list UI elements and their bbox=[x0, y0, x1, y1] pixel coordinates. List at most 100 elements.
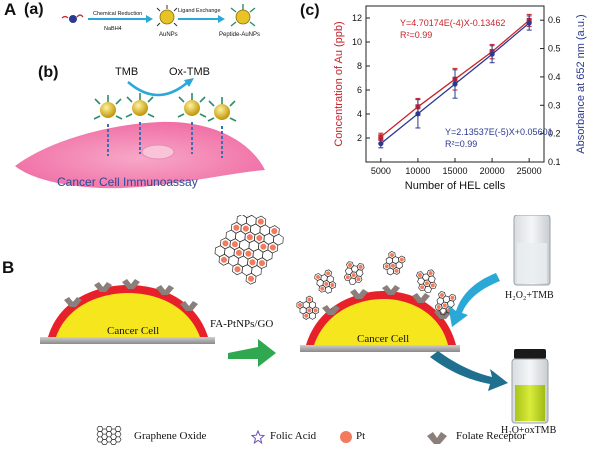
legend-folic-acid: Folic Acid bbox=[270, 430, 317, 442]
peptide-aunp-bound-4 bbox=[207, 97, 237, 158]
pt-nanoparticle bbox=[442, 303, 447, 308]
go-hexagon bbox=[114, 436, 122, 443]
go-hexagon bbox=[417, 277, 426, 285]
go-hexagon bbox=[245, 272, 257, 285]
pt-nanoparticle bbox=[222, 240, 229, 247]
pt-nanoparticle bbox=[428, 271, 433, 276]
fa-ptnps-go-sheet bbox=[214, 215, 284, 285]
bound-go-sheet bbox=[416, 269, 437, 294]
incubation-arrow-icon bbox=[228, 339, 276, 367]
go-hexagon bbox=[348, 277, 357, 286]
bound-go-sheet bbox=[343, 261, 365, 286]
go-hexagon bbox=[424, 285, 432, 294]
pt-nanoparticle bbox=[450, 295, 455, 300]
go-hexagon bbox=[114, 426, 122, 432]
pt-icon bbox=[340, 431, 352, 443]
bound-go-sheet bbox=[314, 269, 337, 294]
immunoassay-illustration bbox=[15, 78, 265, 189]
series-1-point bbox=[489, 51, 495, 57]
cell-label-right: Cancer Cell bbox=[357, 333, 410, 345]
series-1-point bbox=[415, 111, 421, 117]
go-hexagon bbox=[392, 266, 401, 275]
bound-go-sheet bbox=[296, 295, 320, 320]
peptide-aunp-bound-1 bbox=[93, 95, 123, 156]
pt-nanoparticle bbox=[247, 275, 255, 282]
go-hexagon bbox=[308, 300, 316, 310]
step1-label: Chemical Reduction bbox=[93, 11, 143, 17]
pt-nanoparticle bbox=[234, 266, 241, 273]
panel-c-label: (c) bbox=[300, 2, 320, 19]
pt-nanoparticle bbox=[430, 283, 435, 288]
pt-nanoparticle bbox=[298, 303, 302, 307]
pt-nanoparticle bbox=[440, 293, 444, 297]
go-hexagon bbox=[350, 265, 359, 273]
go-hexagon bbox=[309, 311, 316, 320]
pt-nanoparticle bbox=[258, 260, 265, 267]
pt-nanoparticle bbox=[304, 313, 309, 318]
pt-nanoparticle bbox=[249, 259, 256, 266]
pt-nanoparticle bbox=[271, 228, 278, 235]
reagent-label: NaBH4 bbox=[104, 26, 122, 32]
y2-tick-label: 0.6 bbox=[548, 15, 561, 25]
bound-go-sheet bbox=[383, 251, 406, 276]
pt-nanoparticle bbox=[269, 244, 276, 251]
pt-nanoparticle bbox=[348, 263, 352, 267]
go-hexagon bbox=[114, 431, 122, 438]
x-axis-label: Number of HEL cells bbox=[405, 180, 506, 192]
pt-nanoparticle bbox=[256, 235, 263, 242]
vial-h2o2-tmb bbox=[513, 215, 551, 286]
pt-nanoparticle bbox=[356, 277, 361, 282]
pt-nanoparticle bbox=[231, 241, 238, 248]
x-tick-label: 5000 bbox=[371, 166, 391, 176]
legend-graphene-oxide: Graphene Oxide bbox=[134, 430, 207, 442]
pt-nanoparticle bbox=[326, 271, 331, 276]
series-0-point bbox=[378, 134, 384, 140]
pt-nanoparticle bbox=[394, 268, 399, 273]
cell-label-left: Cancer Cell bbox=[107, 325, 160, 337]
legend-folate-receptor: Folate Receptor bbox=[456, 430, 526, 442]
pt-nanoparticle bbox=[233, 224, 240, 231]
panel-b-illustration bbox=[40, 215, 551, 445]
product1-label: AuNPs bbox=[159, 32, 178, 38]
go-hexagon bbox=[312, 306, 320, 315]
go-hexagon bbox=[354, 275, 363, 283]
tmb-label: TMB bbox=[115, 66, 139, 78]
y-tick-label: 12 bbox=[352, 13, 362, 23]
folate-receptor-icon bbox=[427, 432, 447, 444]
equation-red: Y=4.70174E(-4)X-0.13462 bbox=[400, 18, 506, 28]
pt-nanoparticle bbox=[316, 275, 320, 279]
aunp-icon bbox=[156, 5, 178, 27]
pt-nanoparticle bbox=[390, 253, 394, 257]
y-tick-label: 8 bbox=[357, 61, 362, 71]
product2-label: Peptide-AuNPs bbox=[219, 32, 261, 38]
cancer-cell-shape bbox=[15, 121, 265, 189]
r2-red: R²=0.99 bbox=[400, 30, 433, 40]
go-hexagon bbox=[344, 267, 353, 275]
pt-nanoparticle bbox=[424, 281, 429, 286]
reaction-arrow-top-icon bbox=[448, 273, 500, 327]
pt-nanoparticle bbox=[358, 264, 363, 269]
go-hexagon bbox=[328, 281, 337, 289]
series-1-point bbox=[526, 20, 532, 26]
x-tick-label: 15000 bbox=[442, 166, 467, 176]
vial1-caption: H₂O₂+TMB bbox=[505, 290, 554, 301]
vial2-caption: H₂O+oxTMB bbox=[501, 425, 557, 436]
pt-nanoparticle bbox=[235, 249, 242, 256]
y-axis-label: Concentration of Au (ppb) bbox=[333, 21, 345, 146]
x-tick-label: 20000 bbox=[480, 166, 505, 176]
panel-b-label: B bbox=[2, 258, 15, 277]
synthesis-scheme bbox=[61, 4, 256, 27]
peptide-aunp-bound-3 bbox=[177, 93, 207, 154]
peptide-aunp-icon bbox=[230, 4, 256, 27]
pt-nanoparticle bbox=[399, 257, 404, 262]
pt-nanoparticle bbox=[320, 286, 325, 291]
pt-nanoparticle bbox=[257, 218, 264, 225]
go-hexagon bbox=[427, 275, 436, 284]
pt-nanoparticle bbox=[242, 225, 249, 232]
immunoassay-caption: Cancer Cell Immunoassay bbox=[57, 175, 198, 189]
pt-nanoparticle bbox=[436, 305, 441, 310]
series-1-point bbox=[452, 81, 458, 87]
step2-label: Ligand Exchange bbox=[178, 8, 221, 14]
subpanel-a-label: (a) bbox=[24, 1, 44, 18]
y2-tick-label: 0.3 bbox=[548, 100, 561, 110]
